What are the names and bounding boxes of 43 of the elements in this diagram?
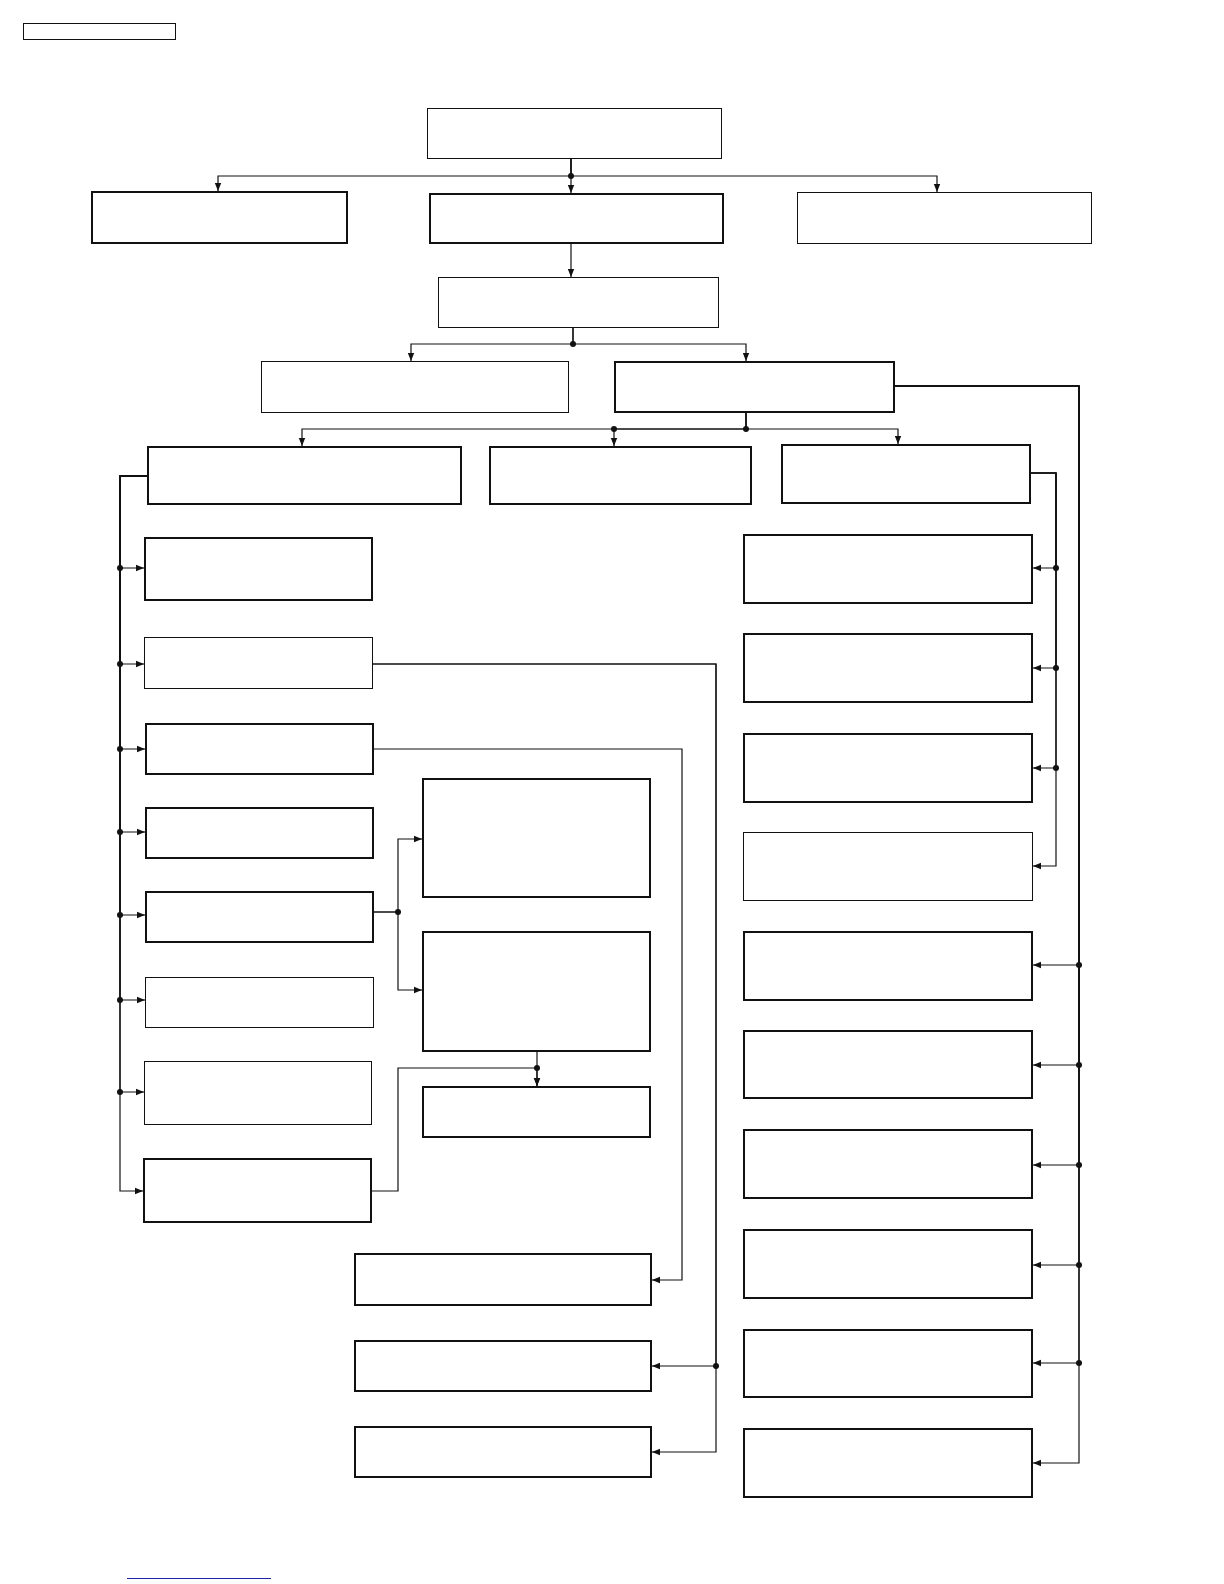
process-box (144, 537, 373, 601)
process-box (743, 1329, 1033, 1398)
process-box (23, 23, 176, 40)
process-box (145, 723, 374, 775)
process-box (427, 108, 722, 159)
arrow (745, 412, 902, 445)
arrow (1030, 472, 1057, 870)
process-box (145, 807, 374, 859)
process-box (147, 446, 462, 505)
arrow (373, 911, 423, 994)
process-box (144, 637, 373, 689)
process-box (144, 1061, 372, 1125)
process-box (743, 832, 1033, 901)
process-box (743, 1030, 1033, 1099)
arrow (570, 158, 941, 193)
arrow (371, 1067, 541, 1192)
process-box (743, 733, 1033, 803)
arrow (373, 748, 683, 1284)
process-box (797, 192, 1092, 244)
process-box (438, 277, 719, 328)
arrow (567, 243, 575, 278)
process-box (743, 1229, 1033, 1299)
process-box (91, 191, 348, 244)
process-box (143, 1158, 372, 1223)
process-box (781, 444, 1031, 504)
process-box (743, 534, 1033, 604)
process-box (145, 891, 374, 943)
process-box (422, 778, 651, 898)
process-box (145, 977, 374, 1028)
process-box (354, 1253, 652, 1306)
arrow (572, 327, 750, 362)
process-box (489, 446, 752, 505)
process-box (743, 1129, 1033, 1199)
process-box (354, 1340, 652, 1392)
process-box (261, 361, 569, 413)
process-box (743, 1428, 1033, 1498)
process-box (422, 1086, 651, 1138)
process-box (422, 931, 651, 1052)
process-box (614, 361, 895, 413)
process-box (354, 1426, 652, 1478)
process-box (743, 633, 1033, 703)
process-box (743, 931, 1033, 1001)
process-box (429, 193, 724, 244)
